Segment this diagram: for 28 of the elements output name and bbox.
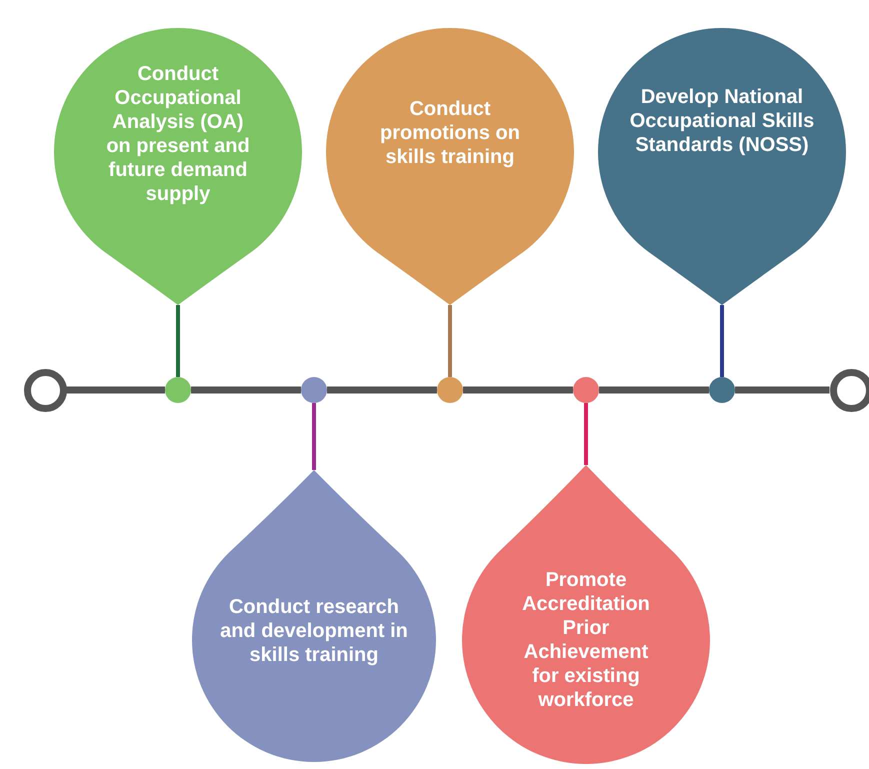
connector-line: [463, 386, 573, 394]
location-pin: [598, 28, 846, 305]
connector-line: [191, 386, 301, 394]
connector-line: [176, 305, 180, 377]
timeline-end-ring: [830, 368, 869, 412]
connector-line: [584, 403, 588, 465]
timeline-dot: [165, 377, 191, 403]
connector-line: [720, 305, 724, 377]
connector-line: [327, 386, 437, 394]
timeline-dot: [573, 377, 599, 403]
timeline-dot: [709, 377, 735, 403]
location-pin: [192, 470, 436, 762]
timeline-dot: [301, 377, 327, 403]
location-pin: [326, 28, 574, 305]
timeline-end-ring: [24, 368, 66, 412]
pin-label: Promote Accreditation Prior Achievement for existing workforce: [521, 568, 651, 712]
connector-line: [448, 305, 452, 377]
location-pin: [462, 465, 710, 764]
pin-label: Conduct Occupational Analysis (OA) on present and future demand supply: [105, 62, 251, 206]
pin-label: Conduct research and development in skills training: [219, 595, 409, 667]
pin-label: Develop National Occupational Skills Standards (NOSS): [628, 85, 816, 157]
location-pin: [54, 28, 302, 305]
connector-line: [312, 403, 316, 470]
timeline-dot: [437, 377, 463, 403]
pin-label: Conduct promotions on skills training: [379, 97, 521, 169]
connector-line: [735, 386, 830, 394]
connector-line: [599, 386, 709, 394]
connector-line: [66, 386, 165, 394]
